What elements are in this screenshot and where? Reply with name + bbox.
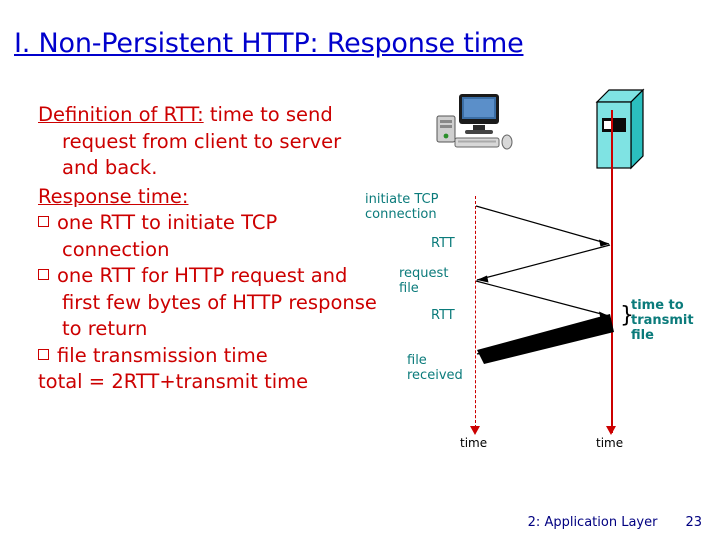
message-arrows xyxy=(475,205,614,364)
server-timeline xyxy=(611,110,613,433)
bullet-label: one RTT to initiate TCP connection xyxy=(57,211,278,261)
transmit-brace-icon: } xyxy=(620,303,634,328)
bullet-item-3: file transmission time xyxy=(38,343,378,370)
definition-paragraph: Definition of RTT: time to send request … xyxy=(38,102,378,182)
page-title: I. Non-Persistent HTTP: Response time xyxy=(14,28,524,59)
definition-text: time to send request from client to serv… xyxy=(62,103,342,179)
response-time-heading: Response time: xyxy=(38,184,189,208)
server-time-arrowhead-icon xyxy=(606,426,616,435)
label-time-client: time xyxy=(460,436,488,450)
client-time-arrowhead-icon xyxy=(470,426,480,435)
desktop-computer-icon xyxy=(433,92,517,158)
label-time-server: time xyxy=(596,436,624,450)
bullet-label: file transmission time xyxy=(57,343,268,367)
bullet-label: one RTT for HTTP request and first few b… xyxy=(57,264,377,340)
total-line: total = 2RTT+transmit time xyxy=(38,370,309,393)
slide-footer: 2: Application Layer 23 xyxy=(528,515,702,530)
definition-label: Definition of RTT: xyxy=(38,103,204,126)
footer-page-number: 23 xyxy=(685,515,702,530)
bullet-square-icon xyxy=(38,216,49,227)
bullet-square-icon xyxy=(38,269,49,280)
slide-body: Definition of RTT: time to send request … xyxy=(38,102,378,396)
bullet-item-1: one RTT to initiate TCP connection xyxy=(38,210,378,263)
bullet-item-2: one RTT for HTTP request and first few b… xyxy=(38,263,378,343)
footer-section: 2: Application Layer xyxy=(527,515,658,530)
client-time-arrow xyxy=(475,196,476,433)
server-icon xyxy=(593,88,653,172)
bullet-square-icon xyxy=(38,348,49,360)
label-rtt-2: RTT xyxy=(431,308,455,323)
label-rtt-1: RTT xyxy=(431,236,455,251)
